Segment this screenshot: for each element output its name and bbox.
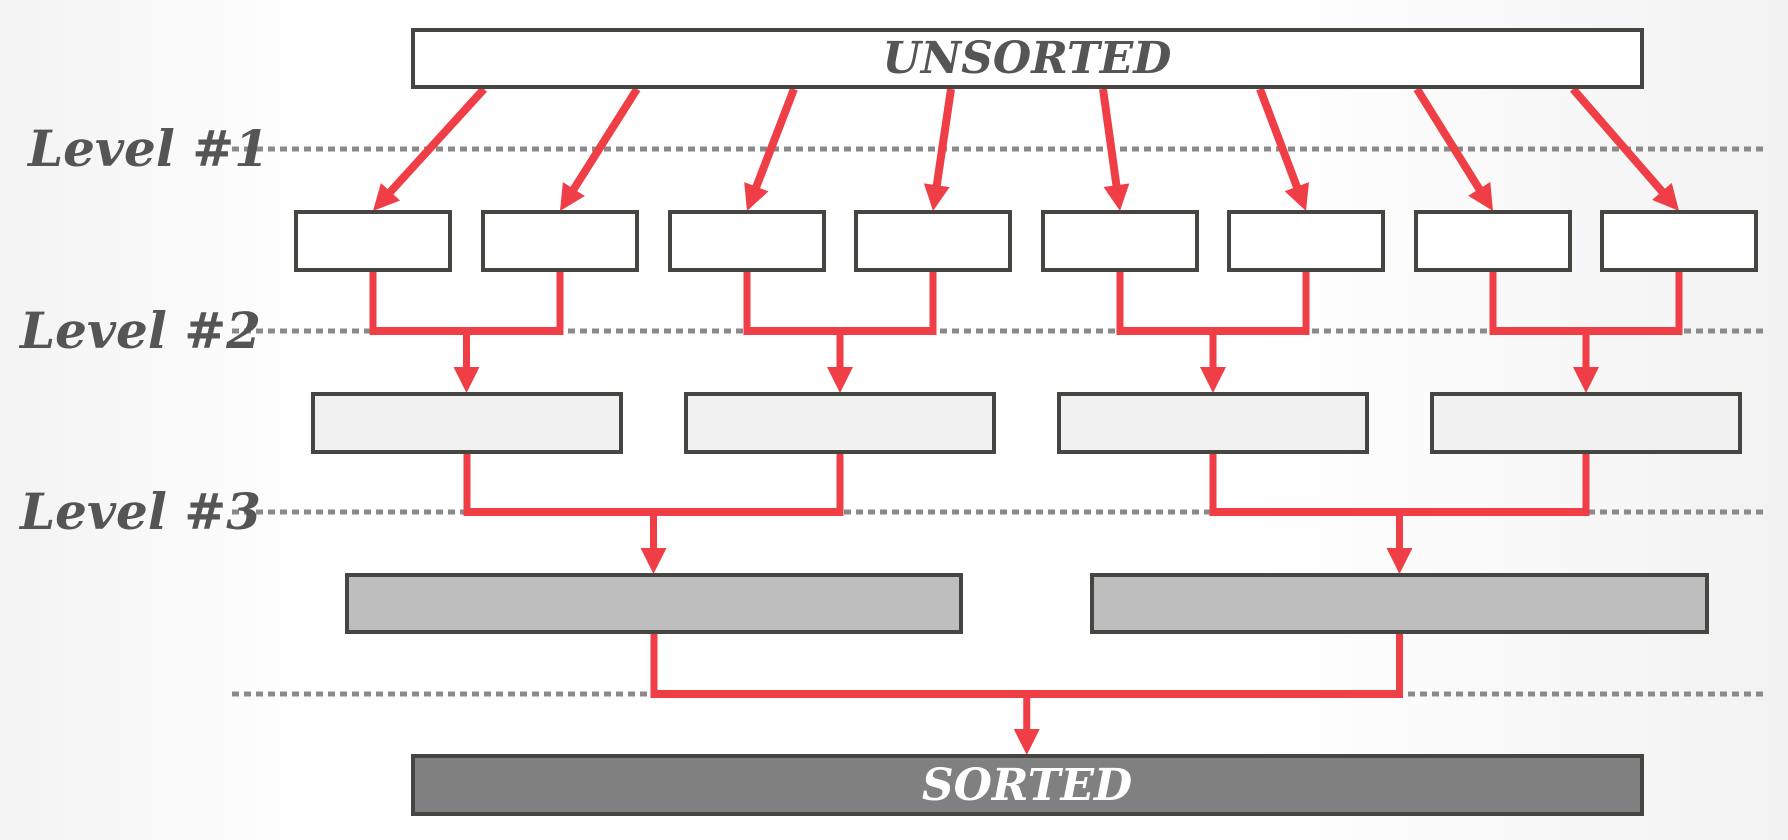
merge-arrowhead-l3-1 [1013, 729, 1040, 755]
partition-box-level3-2 [1090, 573, 1709, 634]
partition-box-level1-6 [1227, 210, 1385, 272]
merge-arrowhead-l1-2 [827, 367, 853, 393]
split-arrow-3 [751, 87, 798, 192]
split-arrowhead-8 [1652, 182, 1679, 211]
level-2-label: Level #2 [18, 301, 261, 360]
merge-arrowhead-l2-1 [640, 548, 667, 574]
merge-arrowhead-l1-4 [1573, 367, 1599, 393]
split-arrow-1 [384, 86, 487, 198]
merge-arrowhead-l2-2 [1386, 548, 1413, 574]
split-arrowhead-6 [1284, 182, 1309, 211]
split-arrowhead-2 [560, 182, 585, 211]
split-arrow-8 [1569, 86, 1668, 198]
partition-box-level2-2 [684, 392, 996, 454]
partition-box-level2-4 [1430, 392, 1742, 454]
split-arrow-5 [1099, 88, 1121, 190]
partition-box-level2-3 [1057, 392, 1369, 454]
unsorted-label: UNSORTED [883, 33, 1172, 84]
partition-box-level1-8 [1600, 210, 1758, 272]
sorted-label: SORTED [922, 760, 1132, 811]
split-arrowhead-5 [1103, 183, 1130, 211]
split-arrowhead-4 [923, 183, 950, 211]
partition-box-level1-5 [1041, 210, 1199, 272]
split-arrowhead-3 [744, 182, 769, 211]
split-arrow-6 [1256, 87, 1302, 192]
split-arrow-2 [568, 86, 641, 195]
partition-box-level1-1 [294, 210, 452, 272]
partition-box-level2-1 [311, 392, 623, 454]
merge-arrowhead-l1-1 [453, 367, 480, 393]
split-arrowhead-7 [1468, 182, 1493, 211]
partition-box-level1-7 [1414, 210, 1572, 272]
sorted-box [411, 754, 1644, 816]
level-1-label: Level #1 [26, 119, 269, 178]
partition-box-level1-3 [668, 210, 826, 272]
split-arrow-4 [932, 88, 955, 190]
split-arrowhead-1 [373, 183, 401, 211]
level-3-label: Level #3 [18, 482, 261, 541]
partition-box-level1-4 [854, 210, 1012, 272]
partition-box-level1-2 [481, 210, 639, 272]
merge-arrowhead-l1-3 [1200, 367, 1226, 393]
split-arrow-7 [1413, 86, 1485, 195]
unsorted-box [411, 28, 1644, 89]
partition-box-level3-1 [345, 573, 963, 634]
